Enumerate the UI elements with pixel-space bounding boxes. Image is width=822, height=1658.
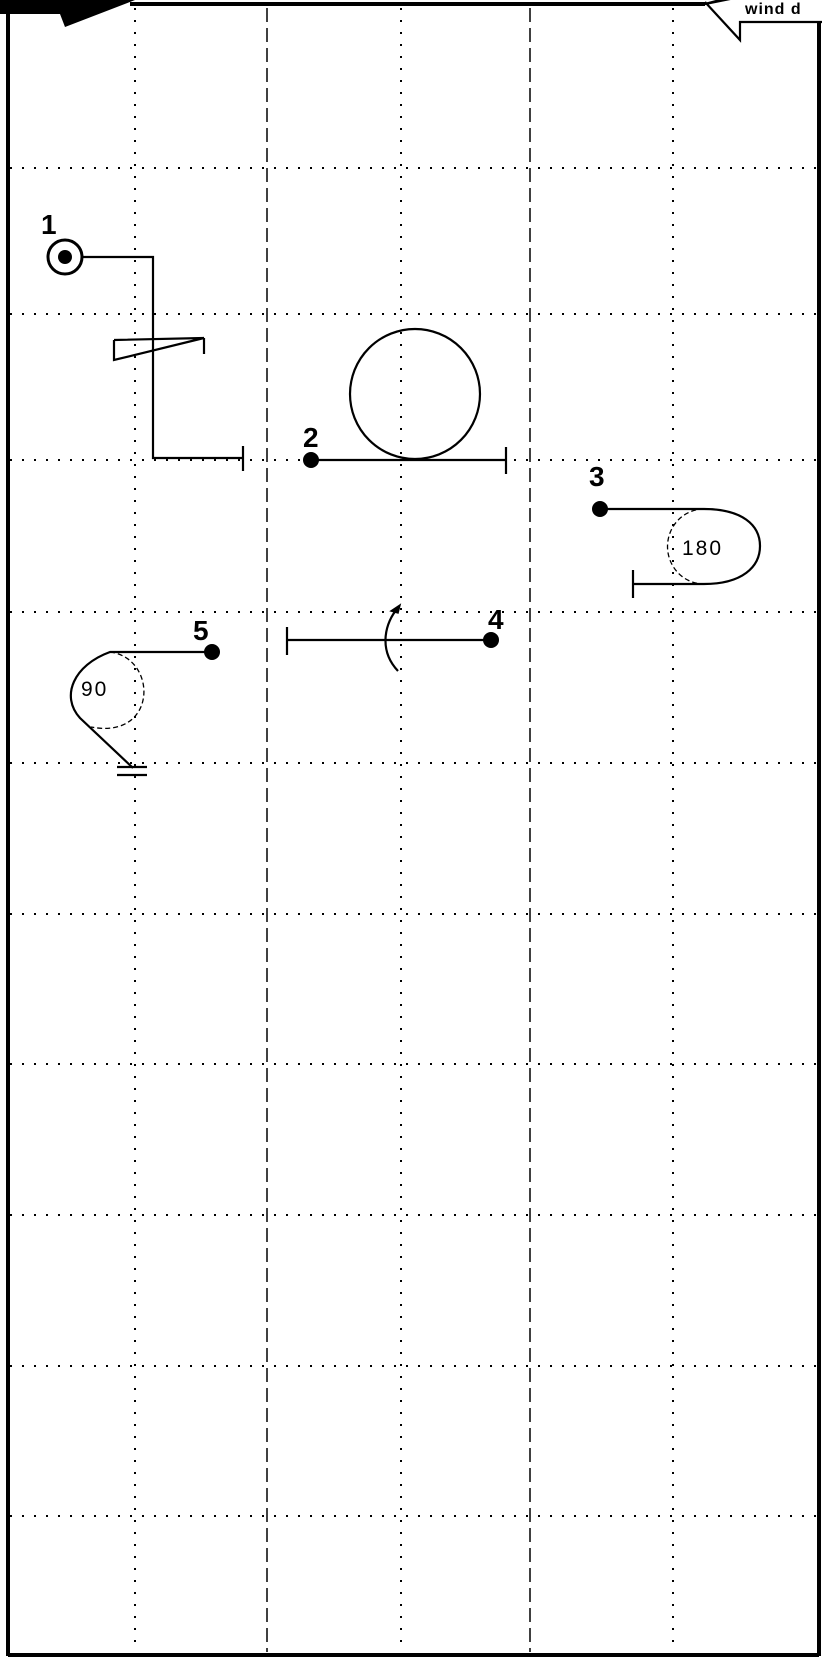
turn-label: 90: [81, 678, 108, 701]
loop-icon: [348, 327, 482, 461]
figure-3: 3 180: [589, 461, 762, 598]
direction-arrow-icon: [0, 0, 135, 27]
wind-label: wind d: [744, 1, 802, 18]
figure-number: 4: [488, 604, 504, 635]
turn-label: 180: [682, 537, 723, 560]
figure-number: 3: [589, 461, 605, 492]
figure-number: 2: [303, 422, 319, 453]
figure-5: 5 90: [69, 615, 220, 777]
figure-number: 5: [193, 615, 209, 646]
figure-number: 1: [41, 209, 57, 240]
snap-roll-icon: [112, 336, 206, 362]
turn-indicator: [90, 651, 145, 730]
page-frame: [6, 2, 821, 1657]
roll-arrow-icon: [384, 603, 402, 672]
turn-indicator: [666, 508, 705, 585]
figure-4: 4: [285, 603, 504, 672]
figure-1: 1: [41, 209, 245, 471]
figure-2: 2: [303, 327, 508, 474]
grid: [10, 8, 818, 1652]
wind-direction-box: wind d: [704, 0, 822, 43]
